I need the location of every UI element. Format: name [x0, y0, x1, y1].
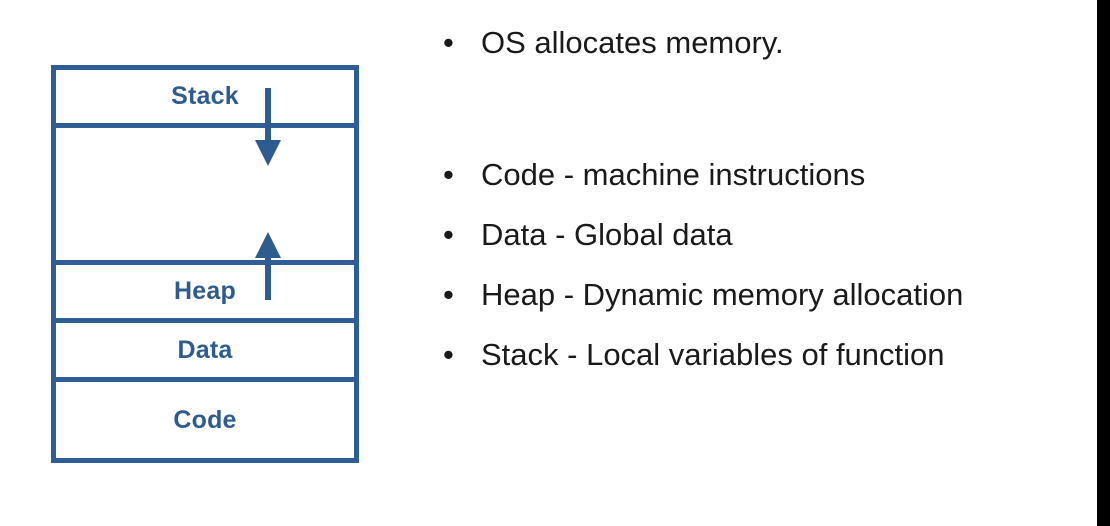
bullet-item-label: OS allocates memory. — [481, 25, 784, 60]
bullet-item-code: • Code - machine instructions — [443, 159, 865, 190]
bullet-point-icon: • — [443, 25, 454, 60]
bullet-item-stack: • Stack - Local variables of function — [443, 339, 945, 370]
memory-layout-diagram: Stack Heap Data Code — [51, 65, 359, 463]
bullet-item-data: • Data - Global data — [443, 219, 733, 250]
bullet-point-icon: • — [443, 157, 454, 192]
bullet-item-label: Code - machine instructions — [481, 157, 866, 192]
memory-segment-stack: Stack — [56, 70, 354, 128]
bullet-item-label: Data - Global data — [481, 217, 733, 252]
memory-segment-free — [56, 128, 354, 265]
bullet-item-label: Stack - Local variables of function — [481, 337, 945, 372]
bullet-point-icon: • — [443, 217, 454, 252]
memory-segment-heap: Heap — [56, 265, 354, 323]
memory-segment-stack-label: Stack — [171, 82, 239, 110]
memory-segment-heap-label: Heap — [174, 277, 236, 305]
bullet-point-icon: • — [443, 277, 454, 312]
bullet-point-icon: • — [443, 337, 454, 372]
memory-segment-code-label: Code — [173, 405, 237, 434]
bullet-item-label: Heap - Dynamic memory allocation — [481, 277, 964, 312]
memory-segment-data: Data — [56, 323, 354, 382]
bullet-item-os-allocates: • OS allocates memory. — [443, 27, 784, 58]
right-edge-band — [1097, 0, 1110, 526]
bullet-item-heap: • Heap - Dynamic memory allocation — [443, 279, 963, 310]
memory-segment-data-label: Data — [177, 335, 233, 364]
memory-segment-code: Code — [56, 382, 354, 458]
